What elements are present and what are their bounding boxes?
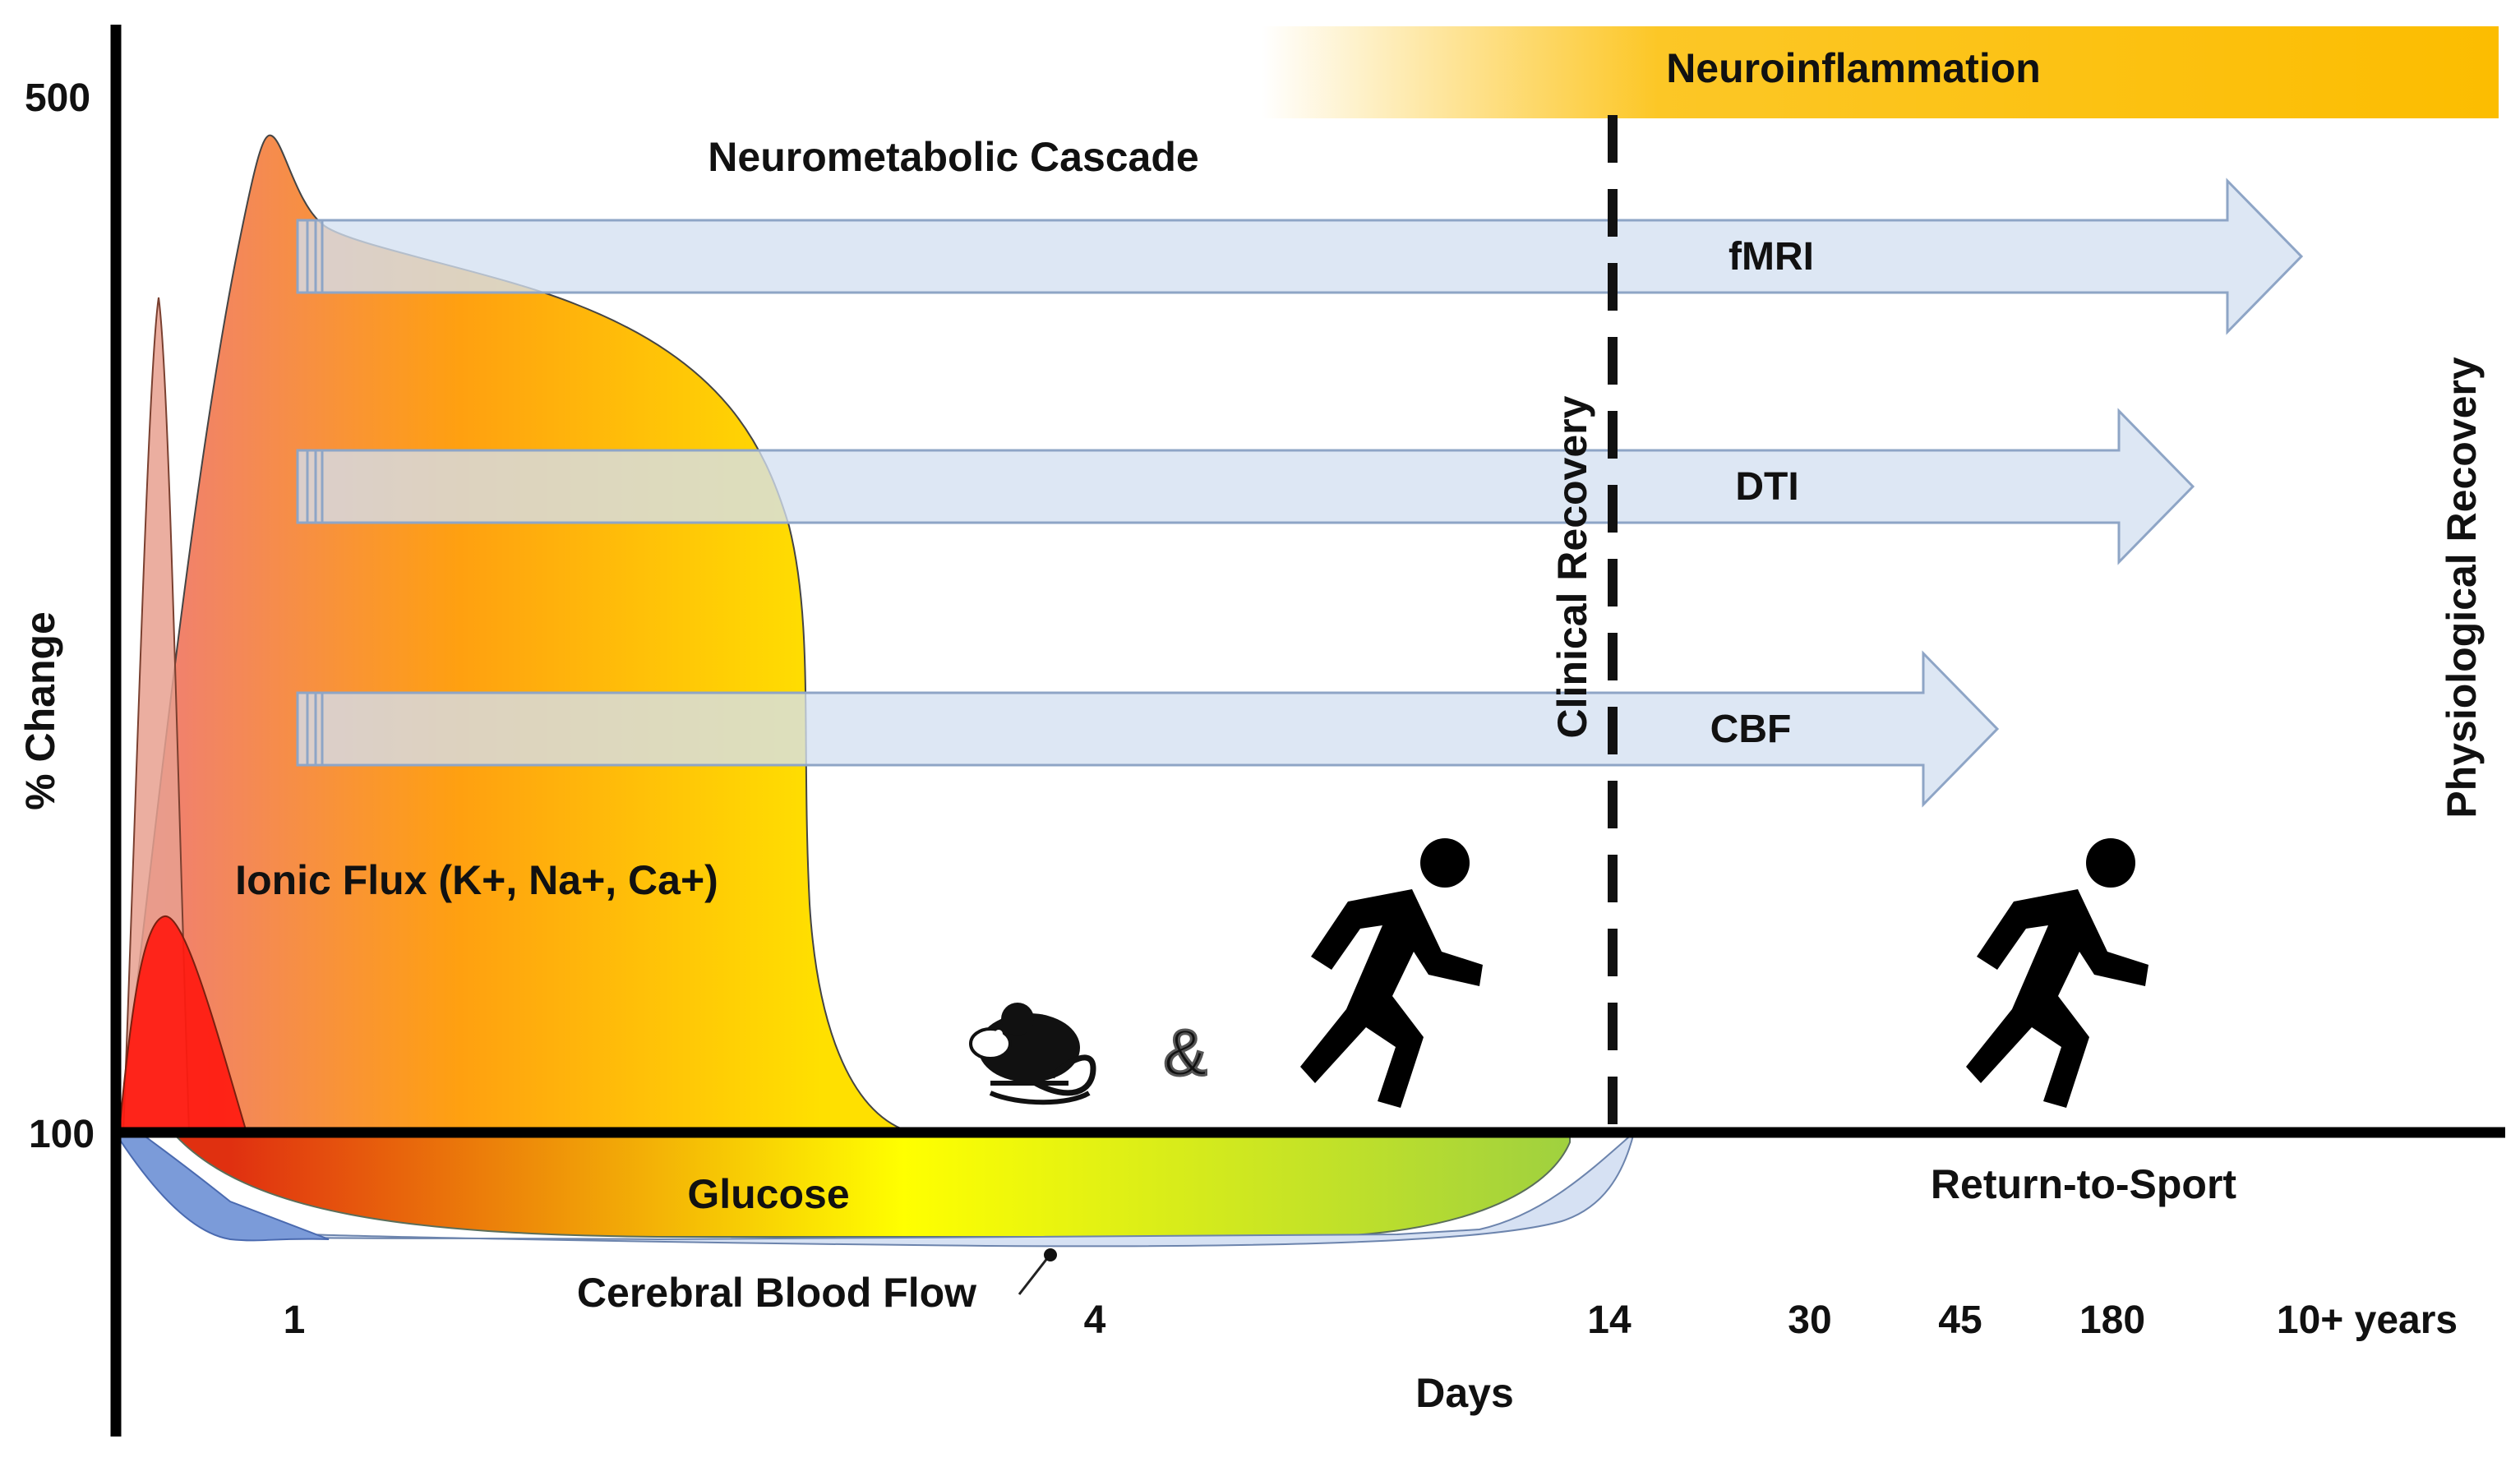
glucose-label: Glucose bbox=[687, 1171, 849, 1217]
cbf-leader-line bbox=[1018, 1257, 1050, 1295]
neuroinflammation-label: Neuroinflammation bbox=[1666, 45, 2041, 91]
cerebral-blood-flow-label: Cerebral Blood Flow bbox=[577, 1270, 976, 1316]
x-tick-14: 14 bbox=[1587, 1298, 1632, 1342]
neurometabolic-cascade-label: Neurometabolic Cascade bbox=[708, 134, 1198, 180]
return-to-sport-label: Return-to-Sport bbox=[1931, 1161, 2236, 1207]
running-person-icon-right bbox=[1966, 838, 2148, 1108]
glucose-curve bbox=[170, 1132, 1571, 1238]
running-person-icon-left bbox=[1300, 838, 1483, 1108]
x-tick-1: 1 bbox=[284, 1298, 306, 1342]
fmri-label: fMRI bbox=[1728, 235, 1814, 279]
dti-label: DTI bbox=[1735, 465, 1798, 509]
cbf-arrow-label: CBF bbox=[1710, 708, 1792, 751]
dti-arrow bbox=[296, 408, 2195, 565]
y-axis-title: % Change bbox=[17, 611, 63, 810]
x-tick-180: 180 bbox=[2079, 1298, 2145, 1342]
clinical-recovery-label: Clinical Recovery bbox=[1549, 395, 1595, 738]
y-tick-500: 500 bbox=[25, 76, 90, 120]
mouse-icon bbox=[969, 1003, 1096, 1105]
cbf-curve bbox=[113, 1132, 330, 1242]
cbf-leader-dot bbox=[1044, 1248, 1057, 1261]
y-tick-100: 100 bbox=[29, 1113, 95, 1156]
ionic-flux-curve bbox=[118, 915, 248, 1133]
x-tick-45: 45 bbox=[1938, 1298, 1982, 1342]
neuroinflammation-banner bbox=[1262, 26, 2499, 118]
x-tick-4: 4 bbox=[1084, 1298, 1106, 1342]
x-axis-title: Days bbox=[1415, 1370, 1514, 1416]
x-tick-10-years: 10+ years bbox=[2277, 1298, 2458, 1342]
fmri-arrow bbox=[296, 178, 2304, 335]
ionic-flux-label: Ionic Flux (K+, Na+, Ca+) bbox=[235, 857, 718, 903]
ampersand-symbol: & bbox=[1163, 1016, 1207, 1089]
cbf-arrow bbox=[296, 650, 2000, 808]
physiological-recovery-label: Physiological Recovery bbox=[2439, 357, 2485, 819]
x-tick-30: 30 bbox=[1788, 1298, 1831, 1342]
